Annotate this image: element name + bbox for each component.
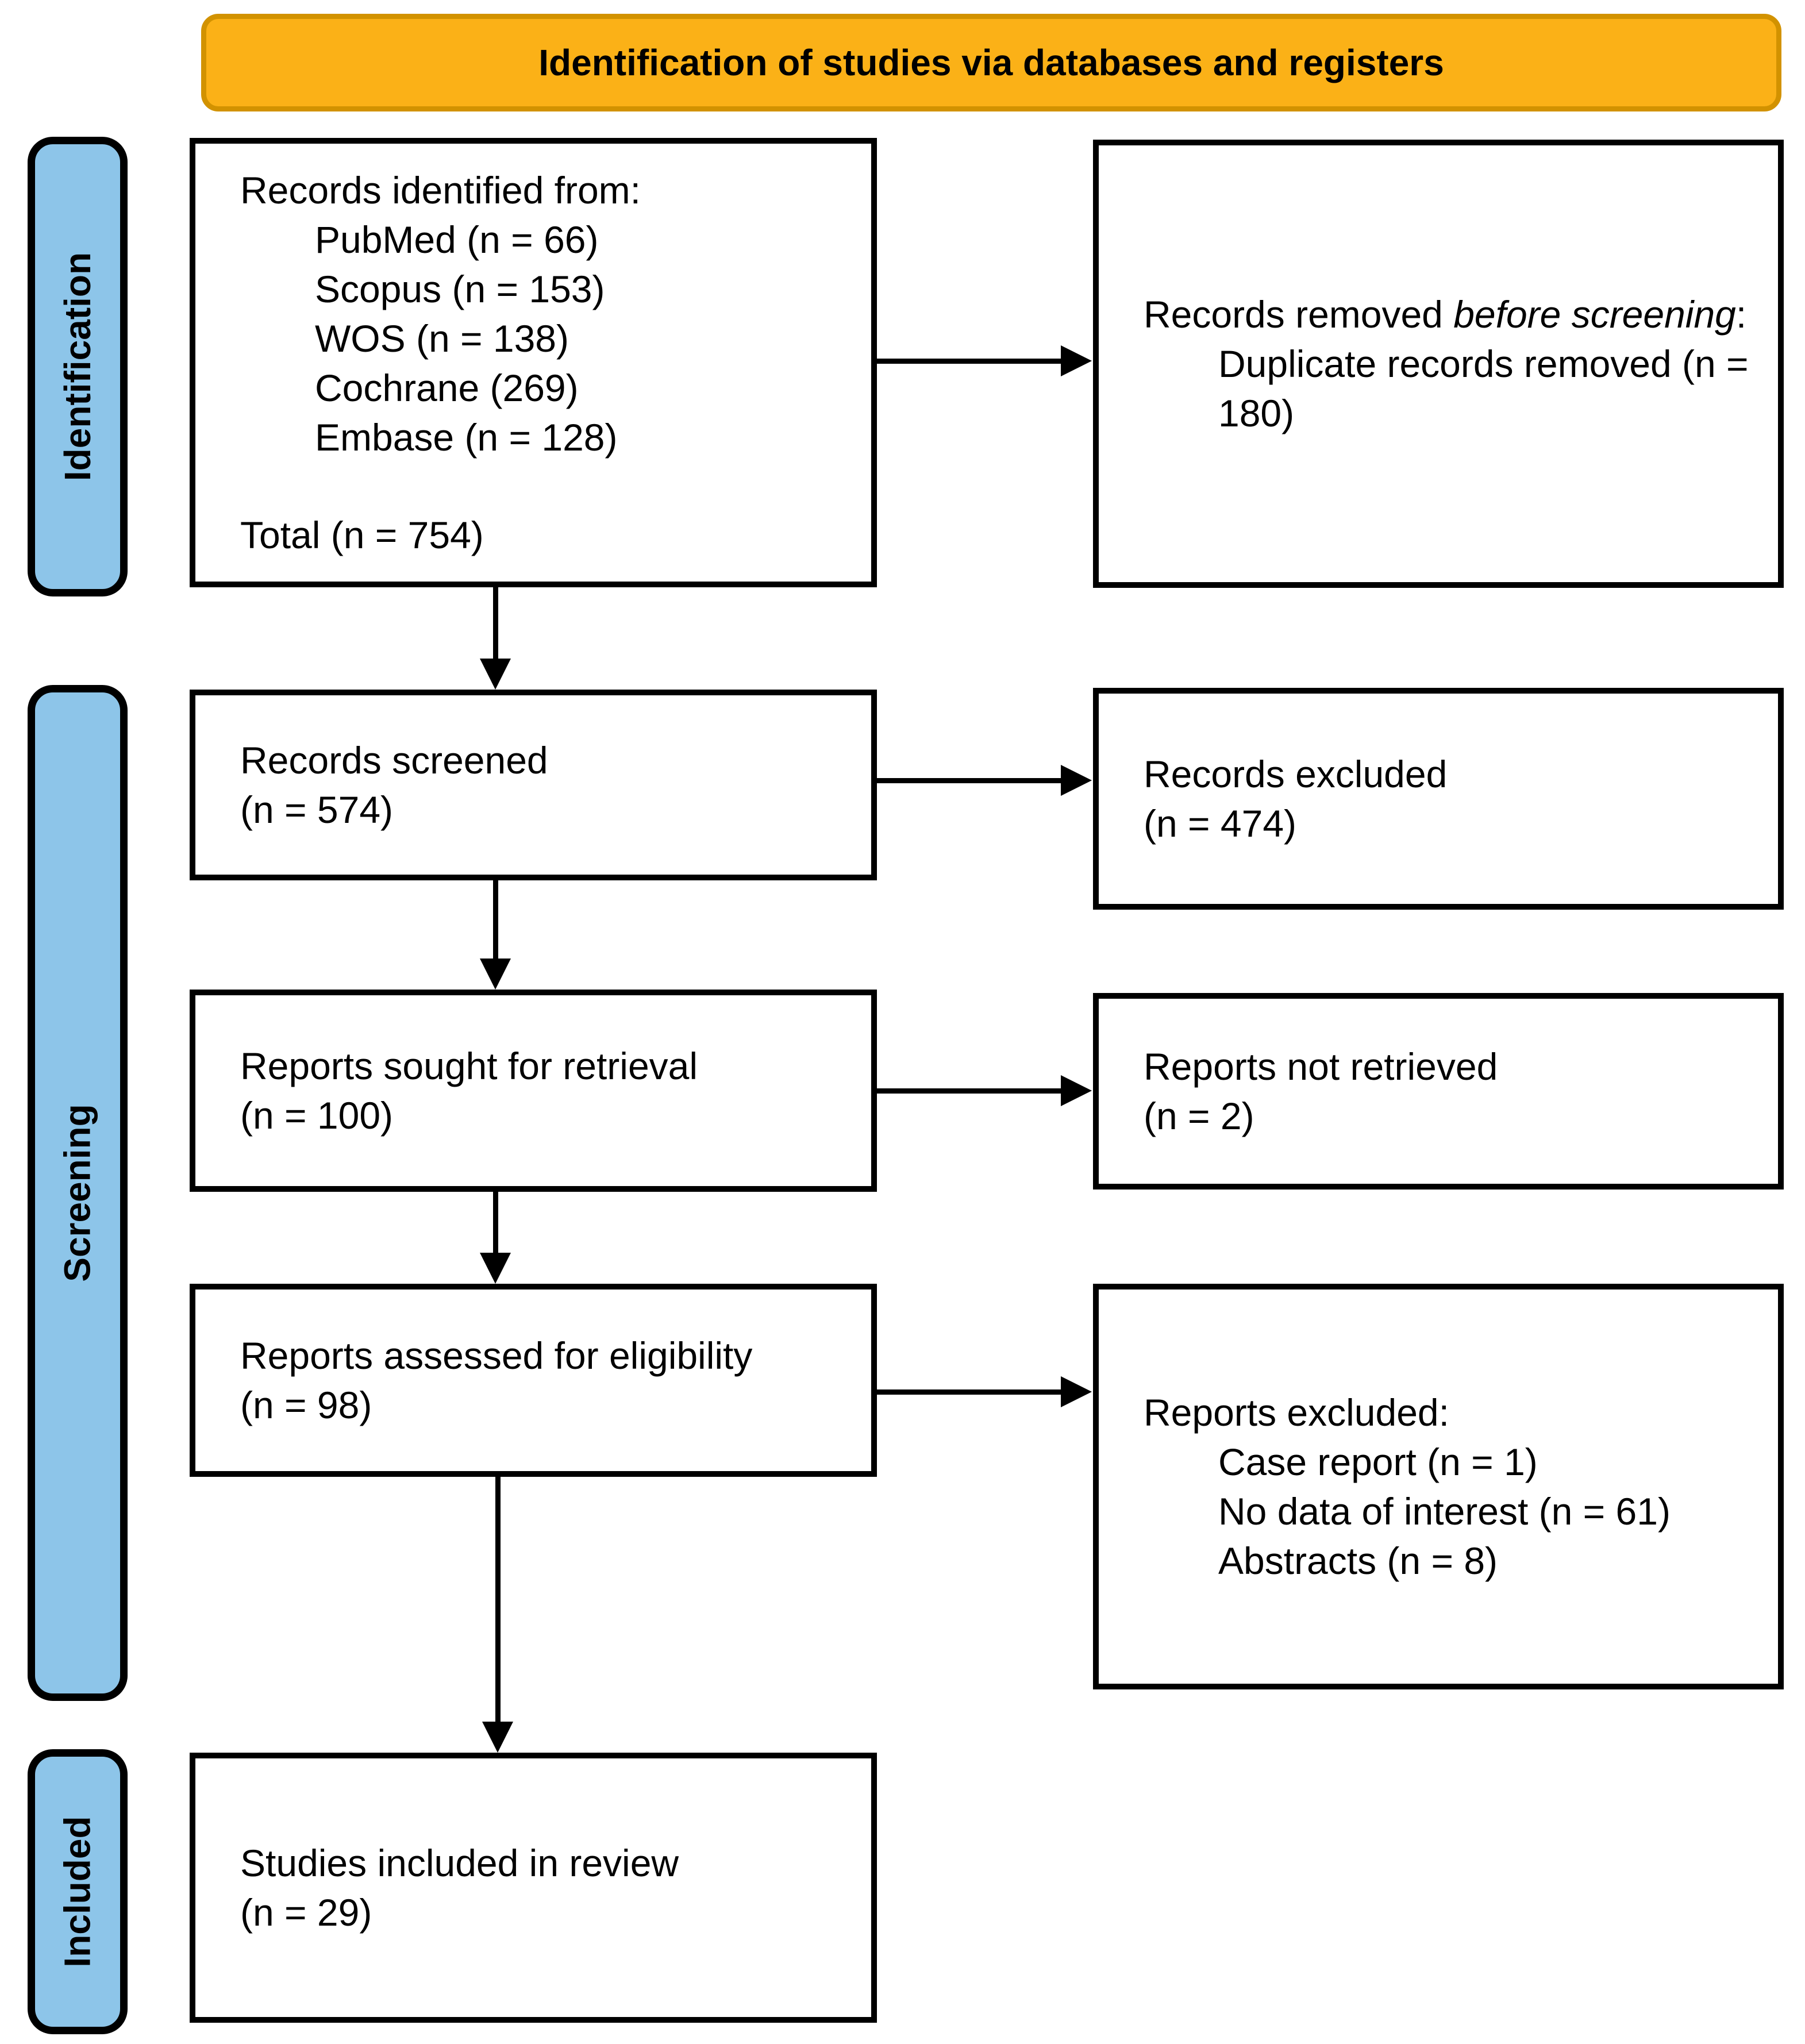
box-reports-not-retrieved: Reports not retrieved (n = 2) — [1093, 993, 1784, 1190]
records-removed-italic: before screening — [1453, 293, 1736, 336]
arrow-head-right-icon — [1061, 1376, 1092, 1407]
arrow-head-right-icon — [1061, 345, 1092, 376]
records-screened-line1: Records screened — [240, 739, 548, 782]
box-records-identified: Records identified from: PubMed (n = 66)… — [190, 138, 877, 587]
studies-included-line1: Studies included in review — [240, 1842, 679, 1884]
banner: Identification of studies via databases … — [201, 14, 1781, 111]
arrow-shaft — [493, 1192, 498, 1255]
records-excluded-line1: Records excluded — [1144, 753, 1448, 795]
reports-assessed-count: (n = 98) — [240, 1384, 372, 1426]
arrow-shaft — [493, 587, 498, 662]
records-excluded-count: (n = 474) — [1144, 802, 1296, 845]
stage-included-label: Included — [57, 1816, 98, 1968]
records-identified-item: PubMed (n = 66) — [315, 218, 599, 261]
stage-screening-label: Screening — [57, 1104, 98, 1282]
arrow-head-down-icon — [480, 659, 511, 690]
box-reports-assessed: Reports assessed for eligibility (n = 98… — [190, 1284, 877, 1477]
arrow-head-down-icon — [480, 959, 511, 990]
arrow-shaft — [877, 1389, 1063, 1395]
records-removed-prefix: Records removed — [1144, 293, 1454, 336]
reports-not-retrieved-line1: Reports not retrieved — [1144, 1045, 1498, 1088]
records-identified-item: WOS (n = 138) — [315, 317, 569, 360]
records-identified-total: Total (n = 754) — [240, 514, 484, 556]
banner-title: Identification of studies via databases … — [538, 42, 1444, 83]
records-screened-count: (n = 574) — [240, 788, 393, 831]
arrow-shaft — [877, 1088, 1063, 1094]
reports-excluded-heading: Reports excluded: — [1144, 1391, 1449, 1434]
arrow-shaft — [877, 359, 1063, 364]
reports-excluded-item: No data of interest (n = 61) — [1218, 1490, 1671, 1533]
arrow-shaft — [877, 778, 1063, 783]
stage-screening: Screening — [28, 685, 128, 1701]
reports-excluded-item: Case report (n = 1) — [1218, 1441, 1538, 1483]
stage-included: Included — [28, 1749, 128, 2034]
box-studies-included: Studies included in review (n = 29) — [190, 1753, 877, 2023]
stage-identification-label: Identification — [57, 252, 98, 482]
records-removed-suffix: : — [1735, 293, 1747, 336]
reports-assessed-line1: Reports assessed for eligibility — [240, 1334, 753, 1377]
arrow-head-down-icon — [480, 1253, 511, 1284]
records-identified-heading: Records identified from: — [240, 169, 641, 211]
records-identified-item: Embase (n = 128) — [315, 416, 618, 459]
stage-identification: Identification — [28, 137, 128, 596]
box-reports-sought: Reports sought for retrieval (n = 100) — [190, 990, 877, 1192]
box-reports-excluded: Reports excluded: Case report (n = 1) No… — [1093, 1284, 1784, 1689]
studies-included-count: (n = 29) — [240, 1891, 372, 1934]
reports-not-retrieved-count: (n = 2) — [1144, 1095, 1254, 1137]
reports-excluded-item: Abstracts (n = 8) — [1218, 1539, 1498, 1582]
arrow-head-down-icon — [482, 1722, 513, 1753]
arrow-head-right-icon — [1061, 1075, 1092, 1106]
records-identified-item: Cochrane (269) — [315, 367, 579, 409]
box-records-removed-before-screening: Records removed before screening: Duplic… — [1093, 140, 1784, 588]
arrow-shaft — [493, 880, 498, 961]
arrow-head-right-icon — [1061, 765, 1092, 796]
records-removed-item: Duplicate records removed (n = 180) — [1218, 342, 1749, 434]
arrow-shaft — [495, 1477, 501, 1724]
reports-sought-line1: Reports sought for retrieval — [240, 1045, 698, 1087]
records-identified-item: Scopus (n = 153) — [315, 268, 605, 310]
reports-sought-count: (n = 100) — [240, 1094, 393, 1137]
box-records-excluded: Records excluded (n = 474) — [1093, 688, 1784, 910]
records-removed-heading: Records removed before screening: — [1144, 290, 1761, 339]
box-records-screened: Records screened (n = 574) — [190, 690, 877, 880]
